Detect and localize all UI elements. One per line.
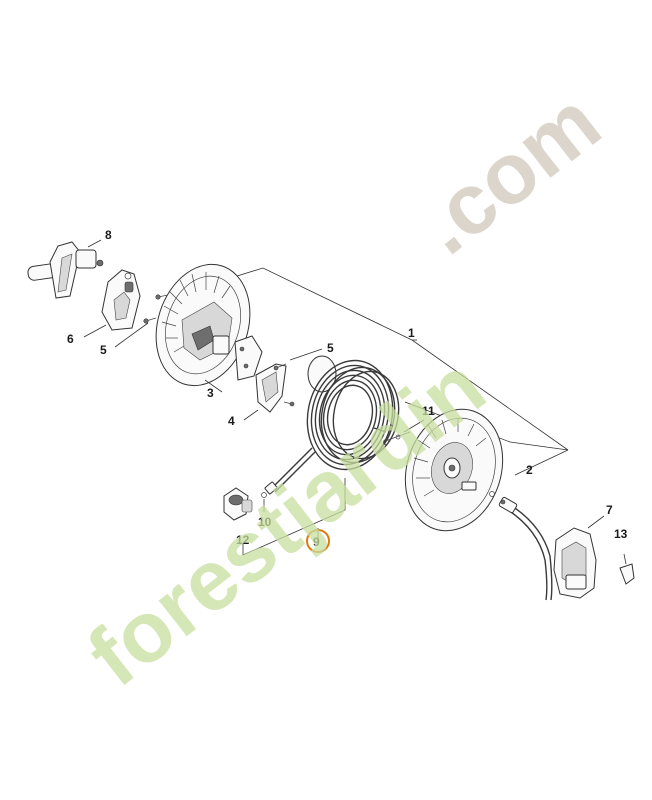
screw-icon: [143, 294, 169, 324]
part-label-3[interactable]: 3: [207, 386, 214, 400]
part-6-handle-housing: [83, 269, 141, 338]
part-label-8[interactable]: 8: [105, 228, 112, 242]
screw-icon: [273, 363, 287, 371]
part-label-6[interactable]: 6: [67, 332, 74, 346]
watermark-logo: forestjardin .com: [71, 74, 618, 705]
part-label-11[interactable]: 11: [422, 404, 435, 418]
part-label-1[interactable]: 1: [408, 326, 415, 340]
part-2-front-flange: [404, 408, 504, 532]
part-4-cover-plate: [243, 363, 295, 421]
part-7-guide-housing: [553, 515, 605, 599]
part-label-9[interactable]: 9: [313, 535, 320, 549]
part-10-o-ring: [261, 492, 267, 512]
outlet-hose: [498, 496, 553, 601]
part-label-2[interactable]: 2: [526, 463, 533, 477]
part-label-4[interactable]: 4: [228, 414, 235, 428]
part-label-12[interactable]: 12: [236, 533, 250, 547]
part-9-highlight-ring[interactable]: [306, 529, 330, 553]
part-label-13[interactable]: 13: [614, 527, 628, 541]
part-label-5a[interactable]: 5: [100, 343, 107, 357]
part-9-hose-coil: [264, 355, 400, 495]
part-3-reel-flange: [155, 263, 263, 393]
part-label-7[interactable]: 7: [606, 503, 613, 517]
watermark-grey-text: .com: [401, 74, 618, 273]
part-13-clip: [619, 553, 635, 585]
part-8-crank-handle: [27, 239, 104, 299]
part-label-5b[interactable]: 5: [327, 341, 334, 355]
part-11-pin: [383, 419, 425, 445]
part-12-swivel-fitting: [223, 487, 253, 521]
part-label-10[interactable]: 10: [258, 515, 272, 529]
